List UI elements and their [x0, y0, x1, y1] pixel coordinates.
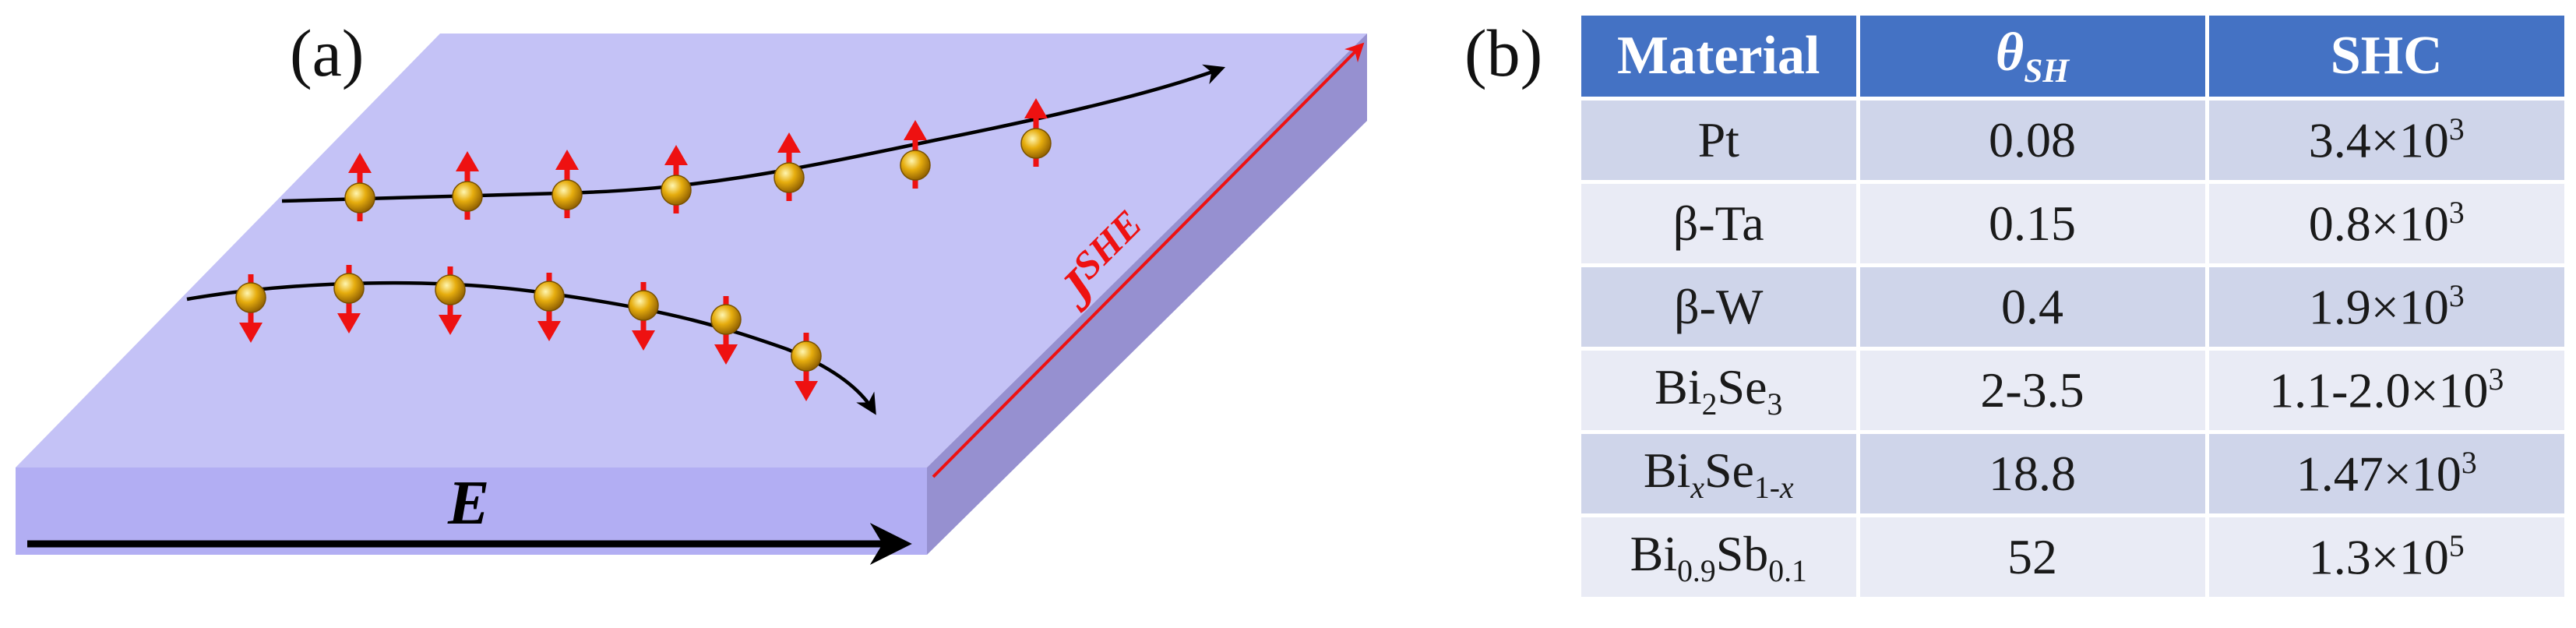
header-theta-subscript: SH [2024, 52, 2070, 90]
cell-theta: 0.4 [1858, 265, 2209, 351]
spin-down-electron [435, 266, 466, 335]
spin-down-electron [710, 296, 742, 365]
table-header-row: Material θSH SHC [1581, 16, 2564, 101]
spin-arrowhead [664, 145, 688, 165]
electron-ball [900, 150, 931, 181]
electron-ball [661, 175, 692, 206]
electron-ball [710, 304, 742, 335]
spin-arrowhead [714, 344, 738, 365]
spin-up-electron [661, 145, 692, 213]
electric-field-label: E [447, 469, 489, 538]
electron-ball [452, 181, 483, 212]
spin-up-electron [774, 132, 805, 201]
cell-material: Pt [1581, 98, 1860, 184]
spin-arrowhead [348, 153, 372, 173]
cell-material: BixSe1-x [1581, 432, 1860, 517]
spin-up-electron [551, 150, 583, 218]
spin-arrowhead [239, 323, 263, 343]
spin-up-electron [1020, 98, 1052, 167]
electron-ball [628, 290, 659, 321]
panel-b-label: (b) [1464, 16, 1543, 90]
electron-ball [791, 340, 822, 372]
cell-material: β-W [1581, 265, 1860, 351]
spin-arrowhead [537, 321, 561, 341]
spin-arrowhead [795, 381, 818, 401]
cell-shc: 3.4×103 [2207, 98, 2564, 184]
cell-shc: 1.3×105 [2207, 515, 2564, 601]
spin-down-trajectory [186, 280, 876, 415]
cell-shc: 1.1-2.0×103 [2207, 348, 2564, 434]
spin-down-electron [235, 274, 266, 343]
spin-down-electron [333, 265, 365, 333]
panel-a-label: (a) [290, 16, 365, 90]
spin-up-electron [452, 151, 483, 220]
header-material: Material [1581, 16, 1860, 101]
spin-down-electron [791, 333, 822, 401]
spin-arrowhead [555, 150, 579, 170]
electron-ball [333, 273, 365, 304]
cell-theta: 0.15 [1858, 182, 2209, 267]
spin-arrowhead [632, 330, 655, 351]
electron-ball [551, 179, 583, 210]
spin-up-electron [900, 120, 931, 189]
spin-arrowhead [439, 315, 462, 335]
cell-shc: 1.47×103 [2207, 432, 2564, 517]
spin-current-arrow [932, 42, 1365, 478]
cell-theta: 2-3.5 [1858, 348, 2209, 434]
spin-hall-diagram: JSHE E [16, 34, 1367, 565]
cell-material: β-Ta [1581, 182, 1860, 267]
cell-theta: 18.8 [1858, 432, 2209, 517]
slab-side-face [927, 34, 1367, 555]
cell-material: Bi0.9Sb0.1 [1581, 515, 1860, 601]
cell-shc: 0.8×103 [2207, 182, 2564, 267]
cell-shc: 1.9×103 [2207, 265, 2564, 351]
spin-down-electron [628, 282, 659, 351]
spin-down-electron [534, 273, 565, 341]
cell-theta: 0.08 [1858, 98, 2209, 184]
spin-up-electrons [344, 98, 1052, 221]
electron-ball [1020, 128, 1052, 159]
spin-down-electrons [235, 265, 822, 401]
cell-theta: 52 [1858, 515, 2209, 601]
spin-arrowhead [456, 151, 479, 171]
header-theta-symbol: θ [1995, 23, 2025, 83]
header-shc: SHC [2207, 16, 2564, 101]
cell-material: Bi2Se3 [1581, 348, 1860, 434]
electron-ball [435, 274, 466, 305]
electron-ball [235, 282, 266, 313]
electron-ball [344, 182, 375, 213]
slab-front-face [16, 467, 927, 555]
spin-arrowhead [904, 120, 927, 140]
header-theta: θSH [1858, 16, 2209, 101]
spin-arrowhead [1024, 98, 1048, 118]
electron-ball [534, 280, 565, 312]
spin-up-electron [344, 153, 375, 221]
electron-ball [774, 162, 805, 193]
spin-arrowhead [777, 132, 801, 153]
spin-arrowhead [337, 313, 361, 333]
